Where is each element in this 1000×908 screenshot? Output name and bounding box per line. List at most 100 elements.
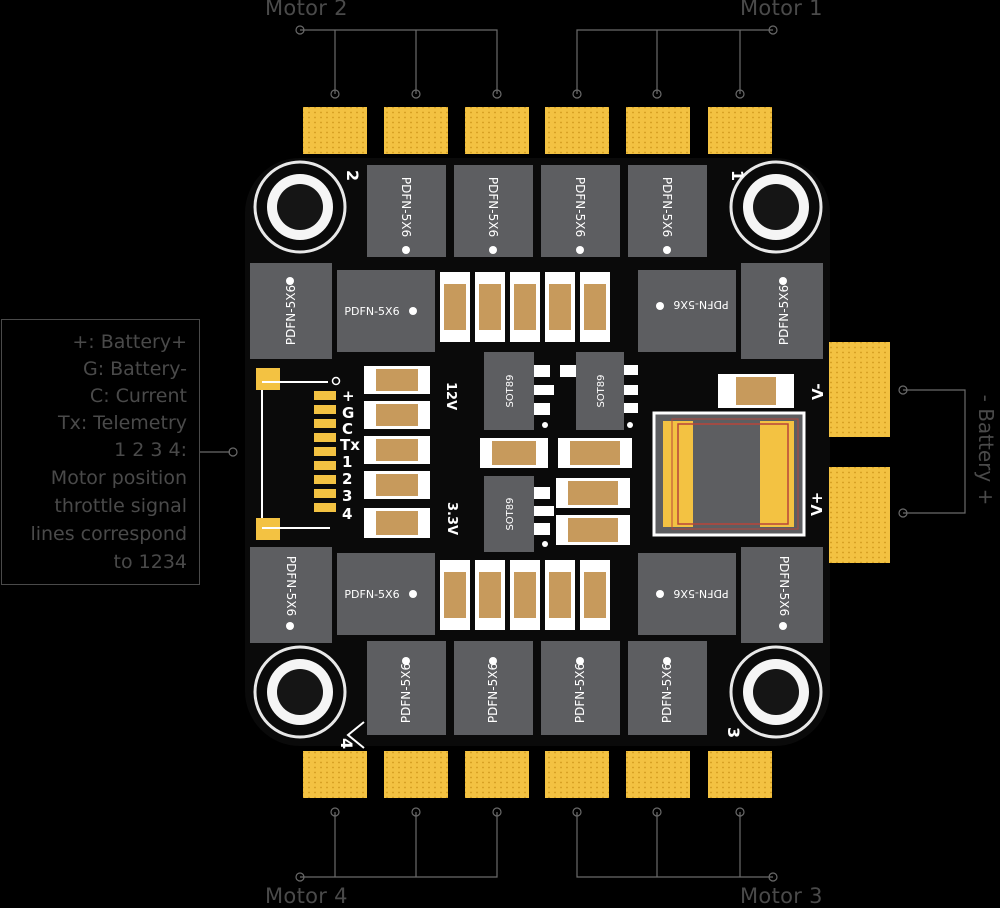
mosfet-label: PDFN-5X6 <box>284 556 298 616</box>
legend-line: 1 2 3 4: <box>114 439 187 461</box>
mounting-hole <box>729 160 823 254</box>
battery-pad-negative <box>829 342 890 437</box>
capacitor-stack-left <box>364 366 430 538</box>
pin-label-tx: Tx <box>340 436 360 454</box>
pin-label-g: G <box>342 404 354 422</box>
pin-label-plus: + <box>342 387 355 405</box>
mosfet-label: PDFN-5X6 <box>660 177 674 237</box>
motor-4-callout <box>295 807 502 882</box>
connector-pin-labels: + G C Tx 1 2 3 4 <box>340 387 360 523</box>
legend-box: +: Battery+ G: Battery- C: Current Tx: T… <box>1 319 200 585</box>
mounting-hole <box>729 645 823 739</box>
mosfet: PDFN-5X6 <box>250 263 332 359</box>
motor-pad <box>545 107 609 154</box>
legend-line: +: Battery+ <box>72 331 187 353</box>
capacitor-array-top <box>440 272 610 342</box>
mosfet: PDFN-5X6 <box>628 165 707 257</box>
mosfet: PDFN-5X6 <box>541 641 620 735</box>
mosfet-label: PDFN-5X6 <box>344 305 399 318</box>
motor-4-label: Motor 4 <box>265 884 348 908</box>
legend-callout <box>200 447 238 457</box>
mosfet: PDFN-5X6 <box>741 263 823 359</box>
pin-label-2: 2 <box>342 470 352 488</box>
mosfet-label: PDFN-5X6 <box>486 177 500 237</box>
legend-line: Tx: Telemetry <box>57 412 187 434</box>
mosfet: PDFN-5X6 <box>638 270 736 352</box>
mosfet: PDFN-5X6 <box>454 641 533 735</box>
pin-label-1: 1 <box>342 453 352 471</box>
motor-pad <box>303 751 367 798</box>
battery-pad-positive <box>829 467 890 563</box>
mosfet-label: PDFN-5X6 <box>284 285 298 345</box>
motor-pad <box>384 107 448 154</box>
pin-label-c: C <box>342 420 353 438</box>
capacitor-array-bottom <box>440 560 610 630</box>
legend-line: Motor position <box>50 467 187 489</box>
sot89-ic: SOT89 <box>560 352 638 430</box>
mosfet: PDFN-5X6 <box>337 553 435 635</box>
mosfet: PDFN-5X6 <box>250 547 332 643</box>
corner-number-1: 1 <box>728 170 747 181</box>
legend-line: to 1234 <box>113 551 187 573</box>
mosfet-label: PDFN-5X6 <box>573 663 587 723</box>
mosfet: PDFN-5X6 <box>741 547 823 643</box>
motor-pad <box>708 751 772 798</box>
mosfet-label: PDFN-5X6 <box>673 587 728 600</box>
mounting-hole <box>253 645 347 739</box>
mosfet-label: PDFN-5X6 <box>399 663 413 723</box>
sot89-ic: SOT89 <box>484 476 554 552</box>
ic-label: SOT89 <box>596 374 607 407</box>
legend-line: C: Current <box>89 385 187 407</box>
corner-number-4: 4 <box>337 738 356 749</box>
mosfet-label: PDFN-5X6 <box>660 663 674 723</box>
mosfet: PDFN-5X6 <box>337 270 435 352</box>
motor-pad <box>545 751 609 798</box>
capacitor-middle <box>480 438 632 545</box>
motor-pad <box>465 107 529 154</box>
mosfet: PDFN-5X6 <box>628 641 707 735</box>
pin-label-3: 3 <box>342 487 352 505</box>
motor-1-callout <box>572 25 778 99</box>
motor-2-label: Motor 2 <box>265 0 348 20</box>
mosfet-label: PDFN-5X6 <box>486 663 500 723</box>
mosfet: PDFN-5X6 <box>454 165 533 257</box>
signal-connector <box>256 368 341 540</box>
corner-number-2: 2 <box>343 170 362 181</box>
mosfet-label: PDFN-5X6 <box>573 177 587 237</box>
sot89-ic: SOT89 <box>484 352 554 430</box>
motor-pad <box>303 107 367 154</box>
motor-1-label: Motor 1 <box>740 0 823 20</box>
ic-label: SOT89 <box>505 374 516 407</box>
vplus-label: V+ <box>808 492 826 516</box>
current-sensor <box>652 411 806 537</box>
legend-line: lines correspond <box>30 523 187 545</box>
mosfet-label: PDFN-5X6 <box>673 298 728 311</box>
mosfet: PDFN-5X6 <box>638 553 736 635</box>
mounting-hole <box>253 160 347 254</box>
legend-line: G: Battery- <box>82 358 187 380</box>
motor-pad <box>384 751 448 798</box>
pin-label-4: 4 <box>342 505 352 523</box>
motor-2-callout <box>295 25 502 99</box>
ic-label: SOT89 <box>505 497 516 530</box>
mosfet-label: PDFN-5X6 <box>344 588 399 601</box>
mosfet-label: PDFN-5X6 <box>777 556 791 616</box>
motor-3-label: Motor 3 <box>740 884 823 908</box>
motor-pad <box>626 751 690 798</box>
legend-line: throttle signal <box>54 495 187 517</box>
vminus-label: V- <box>809 383 827 400</box>
motor-3-callout <box>572 807 778 882</box>
capacitor-right-body <box>736 377 776 405</box>
mosfet: PDFN-5X6 <box>367 641 446 735</box>
orientation-arrow <box>346 721 365 749</box>
voltage-12v-label: 12V <box>443 382 458 410</box>
motor-pad <box>626 107 690 154</box>
mosfet-label: PDFN-5X6 <box>399 177 413 237</box>
motor-pad <box>708 107 772 154</box>
mosfet-label: PDFN-5X6 <box>777 285 791 345</box>
battery-callout <box>898 385 966 518</box>
mosfet: PDFN-5X6 <box>541 165 620 257</box>
motor-pad <box>465 751 529 798</box>
voltage-3v3-label: 3.3V <box>444 502 459 535</box>
